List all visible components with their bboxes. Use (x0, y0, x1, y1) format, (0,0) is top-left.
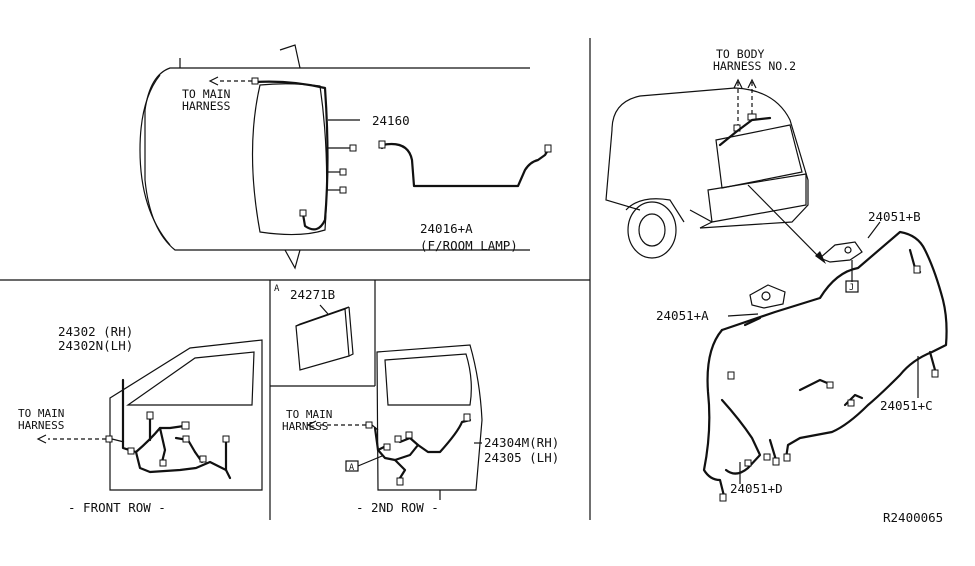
part-24016a-label: 24016+A (420, 221, 473, 236)
part-24051a-label: 24051+A (656, 308, 709, 323)
part-24051d-label: 24051+D (730, 481, 783, 496)
front-to-main-harness-label-1: TO MAIN (18, 407, 64, 420)
camera-module (749, 284, 786, 309)
front-to-main-harness-label-2: HARNESS (18, 419, 64, 432)
to-main-harness-label-2: HARNESS (182, 99, 231, 113)
to-main-harness-label-1: TO MAIN (182, 87, 231, 101)
liftgate-harness (702, 230, 948, 502)
front-door-outline (109, 339, 263, 491)
panel-dividers (0, 38, 591, 520)
lock-module (818, 241, 863, 263)
rear-leader-lines (727, 221, 919, 484)
part-24302-label: 24302 (RH) (58, 324, 133, 339)
part-24304m-label: 24304M(RH) (484, 435, 559, 450)
rear-door-harness (306, 413, 482, 486)
room-lamp-label: (F/ROOM LAMP) (420, 238, 518, 253)
to-body-harness-label-2: HARNESS NO.2 (713, 59, 796, 73)
detail-a-ref: A (274, 284, 280, 294)
ref-box-a: A (349, 463, 354, 473)
front-row-caption: - FRONT ROW - (68, 500, 166, 515)
rear-to-main-harness-label-1: TO MAIN (286, 408, 332, 421)
part-24302n-label: 24302N(LH) (58, 338, 133, 353)
front-row-labels: 24302 (RH) 24302N(LH) TO MAIN HARNESS - … (18, 324, 166, 515)
detail-a: A 24271B (274, 284, 354, 371)
top-left-labels: TO MAIN HARNESS 24160 24016+A (F/ROOM LA… (182, 87, 518, 253)
body-harness-connection (718, 78, 826, 264)
module-24271b (295, 308, 350, 371)
part-24051b-label: 24051+B (868, 209, 921, 224)
rear-to-main-harness-label-2: HARNESS (282, 420, 328, 433)
front-door-harness (36, 378, 232, 480)
part-24051c-label: 24051+C (880, 398, 933, 413)
to-body-harness-label-1: TO BODY (716, 47, 765, 61)
second-row-caption: - 2ND ROW - (356, 500, 439, 515)
part-24160-label: 24160 (372, 113, 410, 128)
part-24305-label: 24305 (LH) (484, 450, 559, 465)
vehicle-rear-outline (605, 87, 809, 259)
roof-harness (208, 76, 360, 231)
liftgate-components (749, 241, 863, 309)
room-lamp-harness (378, 140, 552, 188)
ref-j-label: J (849, 283, 854, 293)
rear-door-outline (376, 344, 483, 500)
diagram-code: R2400065 (883, 510, 943, 525)
second-row-labels: TO MAIN HARNESS 24304M(RH) 24305 (LH) A … (282, 408, 559, 515)
part-24271b-label: 24271B (290, 287, 335, 302)
rear-labels: TO BODY HARNESS NO.2 24051+B 24051+A 240… (656, 47, 943, 525)
